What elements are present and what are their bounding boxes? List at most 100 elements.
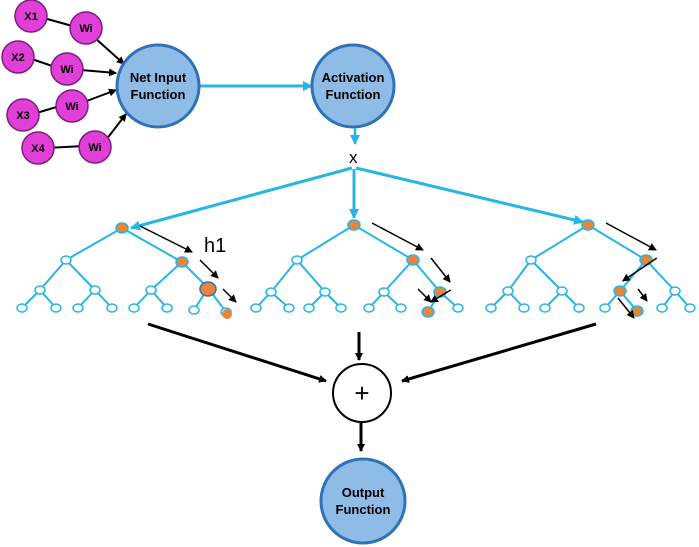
svg-text:+: +: [354, 378, 369, 408]
tree-3-node: [485, 303, 497, 313]
tree-1-path-arrow: [199, 259, 219, 279]
tree-1-node-highlighted: [115, 222, 129, 234]
x-label: x: [349, 148, 358, 167]
tree-3-node-highlighted: [581, 219, 595, 231]
tree-1-path-arrow: [139, 225, 193, 253]
svg-text:Function: Function: [336, 502, 391, 517]
tree-2-edge: [412, 259, 441, 293]
tree-2-node: [378, 287, 390, 297]
tree-2-node-highlighted: [406, 254, 420, 266]
tree-3-node: [502, 286, 514, 296]
tree-2-node-highlighted: [433, 286, 447, 298]
svg-text:X2: X2: [11, 52, 24, 64]
tree-1-node-highlighted: [199, 281, 217, 297]
input-node-x3: X3: [6, 98, 40, 132]
svg-text:Function: Function: [131, 87, 186, 102]
svg-text:X4: X4: [31, 143, 45, 155]
tree-2-edge: [353, 224, 414, 261]
svg-text:X3: X3: [16, 110, 29, 122]
tree-3-node: [556, 286, 568, 296]
tree-2-node: [335, 303, 347, 313]
tree-3-node: [684, 303, 696, 313]
tree-3-path-arrow: [637, 288, 648, 302]
activation-function-node: Activation Function: [310, 43, 396, 129]
input-node-x4: X4: [21, 131, 55, 165]
tree-3-node: [573, 303, 585, 313]
tree-2-node-highlighted: [421, 306, 435, 318]
tree-2-edge: [296, 259, 326, 293]
tree-1-edge: [39, 259, 67, 291]
tree-1-node: [145, 285, 157, 295]
tree-2-node: [291, 255, 303, 265]
tree-2-path-arrow: [371, 222, 424, 251]
tree-1-edge: [65, 227, 123, 261]
tree-2-path-arrow: [430, 257, 451, 283]
input-node-x1: X1: [14, 0, 48, 33]
weight-node-4: Wi: [78, 130, 112, 164]
tree-3-edge: [530, 224, 589, 261]
svg-text:Net Input: Net Input: [130, 70, 187, 85]
tree-2-edge: [383, 259, 414, 293]
svg-text:Output: Output: [342, 485, 385, 500]
tree-3-edge: [530, 259, 563, 292]
trees-to-sum-arrows: [147, 322, 597, 383]
tree-2-edge: [296, 224, 355, 261]
tree-1-edge: [121, 227, 183, 263]
svg-text:Function: Function: [326, 87, 381, 102]
tree-3-node: [518, 303, 530, 313]
tree-1-path-arrow: [222, 288, 237, 303]
weight-node-3: Wi: [55, 89, 89, 123]
tree-2-edge: [270, 259, 298, 293]
tree-1-node: [128, 303, 140, 313]
tree-3-node: [525, 255, 537, 265]
tree-3-path-arrow: [605, 222, 657, 251]
tree-1-node: [60, 255, 72, 265]
tree-3-node: [656, 303, 668, 313]
weight-node-1: Wi: [69, 11, 103, 45]
tree-1-node: [72, 303, 84, 313]
input-node-x2: X2: [1, 40, 35, 74]
tree-3-edge: [645, 259, 676, 292]
output-function-node: Output Function: [319, 457, 407, 545]
tree-2-node: [363, 303, 375, 313]
svg-text:Activation: Activation: [322, 70, 385, 85]
tree-1-edge: [65, 259, 96, 291]
tree-3-node-highlighted: [630, 305, 644, 317]
tree-3-node-highlighted: [613, 285, 627, 297]
tree-3-edge: [507, 259, 532, 292]
tree-2-node: [452, 303, 464, 313]
tree-1-node: [188, 305, 200, 315]
tree-3-node: [669, 286, 681, 296]
sum-node: +: [332, 363, 392, 423]
tree-2-node-highlighted: [347, 219, 361, 231]
tree-3-node: [599, 303, 611, 313]
tree-3-edge: [587, 224, 647, 261]
tree-2-node: [303, 303, 315, 313]
tree-2-path-arrow: [429, 289, 452, 303]
tree-1-node: [106, 303, 118, 313]
tree-2-node: [265, 287, 277, 297]
tree-1-node: [89, 285, 101, 295]
tree-1-edge: [150, 261, 183, 291]
tree-1-node: [16, 303, 28, 313]
svg-text:Wi: Wi: [65, 101, 78, 113]
tree-2-node: [395, 303, 407, 313]
tree-3-node-highlighted: [639, 254, 653, 266]
tree-2-node: [319, 287, 331, 297]
tree-1-node: [34, 285, 46, 295]
x-to-trees: [130, 166, 584, 231]
svg-text:Wi: Wi: [79, 23, 92, 35]
svg-text:Wi: Wi: [60, 64, 73, 76]
decision-trees: [16, 219, 696, 319]
h1-label: h1: [204, 235, 226, 257]
tree-2-node: [283, 303, 295, 313]
svg-text:X1: X1: [24, 11, 37, 23]
tree-2-path-arrow: [417, 288, 432, 303]
tree-3-path-arrow: [617, 297, 635, 319]
svg-text:Wi: Wi: [88, 142, 101, 154]
tree-3-node: [539, 303, 551, 313]
weight-node-2: Wi: [50, 52, 84, 86]
tree-2-node: [250, 303, 262, 313]
